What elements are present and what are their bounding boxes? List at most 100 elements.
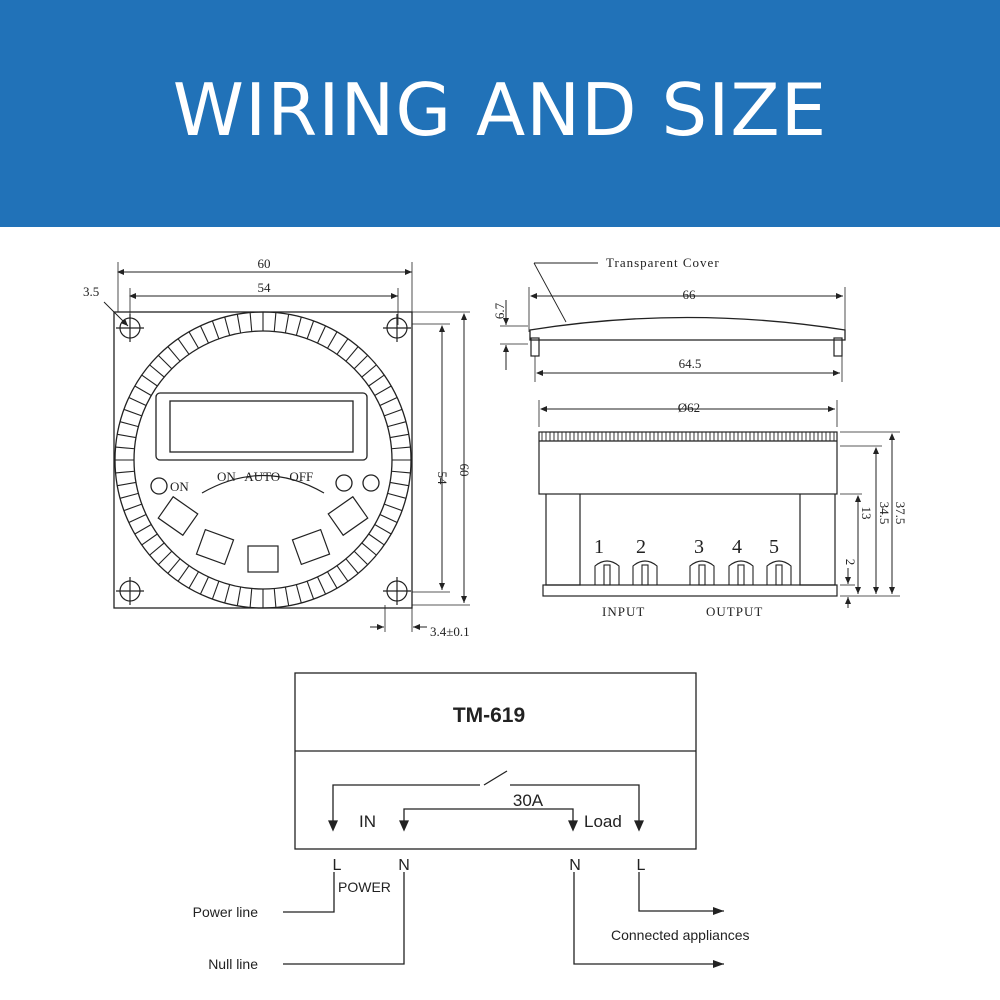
knurl-tick: [134, 385, 152, 396]
knurl-tick: [123, 408, 142, 417]
terminal-l-out: L: [637, 857, 646, 874]
knurl-tick: [295, 316, 302, 336]
terminal-slot: [641, 564, 649, 586]
mounting-hole: [116, 314, 411, 605]
dim-cover-height: 6.7: [492, 302, 507, 319]
connected-appliances-label: Connected appliances: [611, 927, 750, 943]
knurl-tick: [123, 503, 142, 512]
dim-diameter: Ø62: [678, 400, 700, 415]
in-label: IN: [359, 812, 376, 831]
terminal-4: 4: [732, 536, 742, 558]
knurl-tick: [177, 565, 190, 582]
knurl-tick: [336, 338, 349, 355]
knurl-tick: [317, 576, 327, 595]
terminal-screw: [728, 560, 754, 585]
side-body-view: [538, 400, 900, 608]
input-label: INPUT: [602, 604, 645, 619]
knurl-tick: [128, 514, 147, 524]
knurl-tick: [177, 338, 190, 355]
cover-view: [500, 262, 846, 382]
knurl-tick: [249, 588, 253, 608]
load-label: Load: [584, 812, 622, 831]
dim-2: 2: [843, 559, 858, 566]
knurl-tick: [384, 503, 403, 512]
dim-34-5: 34.5: [877, 502, 892, 525]
knurl-tick: [387, 421, 407, 428]
knurl-tick: [345, 558, 359, 574]
dim-width-outer: 60: [258, 256, 271, 271]
knurl-tick: [374, 385, 392, 396]
knurl-tick: [236, 586, 242, 606]
knurl-tick: [236, 314, 242, 334]
dim-cover-width: 66: [683, 287, 697, 302]
knurl-tick: [284, 586, 290, 606]
knurl-tick: [295, 584, 302, 604]
knurl-tick: [149, 364, 165, 378]
knurl-tick: [353, 550, 369, 566]
header-banner: [0, 0, 1000, 227]
dim-37-5: 37.5: [893, 502, 908, 525]
knurl-tick: [374, 524, 392, 535]
knurl-tick: [224, 584, 231, 604]
knurl-tick: [167, 346, 181, 362]
knurl-tick: [157, 550, 173, 566]
knurl-tick: [345, 346, 359, 362]
knurl-tick: [167, 558, 181, 574]
knurl-tick: [149, 542, 165, 556]
page-title: WIRING AND SIZE: [172, 68, 828, 152]
knurl-tick: [391, 446, 411, 450]
knurl-tick: [115, 446, 135, 450]
null-line-label: Null line: [208, 956, 258, 972]
model-label: TM-619: [453, 704, 525, 727]
knurl-tick: [134, 524, 152, 535]
knurl-tick: [273, 312, 277, 332]
terminal-slot: [775, 564, 783, 586]
label-on-left: ON: [170, 479, 189, 494]
knurl-tick: [141, 533, 158, 546]
power-line-label: Power line: [193, 904, 259, 920]
knurl-tick: [368, 374, 385, 387]
knurl-tick: [211, 581, 220, 600]
dim-13: 13: [859, 507, 874, 520]
terminal-5: 5: [769, 536, 779, 558]
terminal-3: 3: [694, 536, 704, 558]
dim-height-outer: 60: [457, 464, 472, 477]
terminal-screw: [632, 560, 658, 585]
knurl-tick: [327, 571, 338, 589]
knurl-tick: [384, 408, 403, 417]
knurl-tick: [379, 514, 398, 524]
dim-cover-inner: 64.5: [679, 356, 702, 371]
front-view: [103, 262, 470, 632]
knurl-tick: [391, 470, 411, 474]
terminal-slot: [698, 564, 706, 586]
terminal-slot: [737, 564, 745, 586]
rating-label: 30A: [513, 791, 544, 810]
knurl-tick: [387, 492, 407, 499]
knurl-tick: [284, 314, 290, 334]
knurl-tick: [361, 364, 377, 378]
knurl-tick: [273, 588, 277, 608]
knurl-tick: [317, 325, 327, 344]
knurl-tick: [224, 316, 231, 336]
power-label: POWER: [338, 879, 391, 895]
terminal-l-in: L: [333, 857, 342, 874]
dim-hole: 3.5: [83, 284, 99, 299]
cover-label: Transparent Cover: [606, 255, 720, 270]
knurl-tick: [141, 374, 158, 387]
terminal-screw: [594, 560, 620, 585]
knurl-tick: [389, 433, 409, 439]
knurl-tick: [368, 533, 385, 546]
knurl-tick: [353, 354, 369, 370]
terminal-2: 2: [636, 536, 646, 558]
knurl-tick: [327, 331, 338, 349]
output-label: OUTPUT: [706, 604, 763, 619]
knurl-tick: [188, 331, 199, 349]
knurl-tick: [211, 320, 220, 339]
dim-height-inner: 54: [435, 472, 450, 486]
terminal-1: 1: [594, 536, 604, 558]
knurl-tick: [199, 576, 209, 595]
terminal-n-out: N: [569, 857, 581, 874]
knurl-tick: [117, 433, 137, 439]
dim-bottom: 3.4±0.1: [430, 624, 470, 639]
